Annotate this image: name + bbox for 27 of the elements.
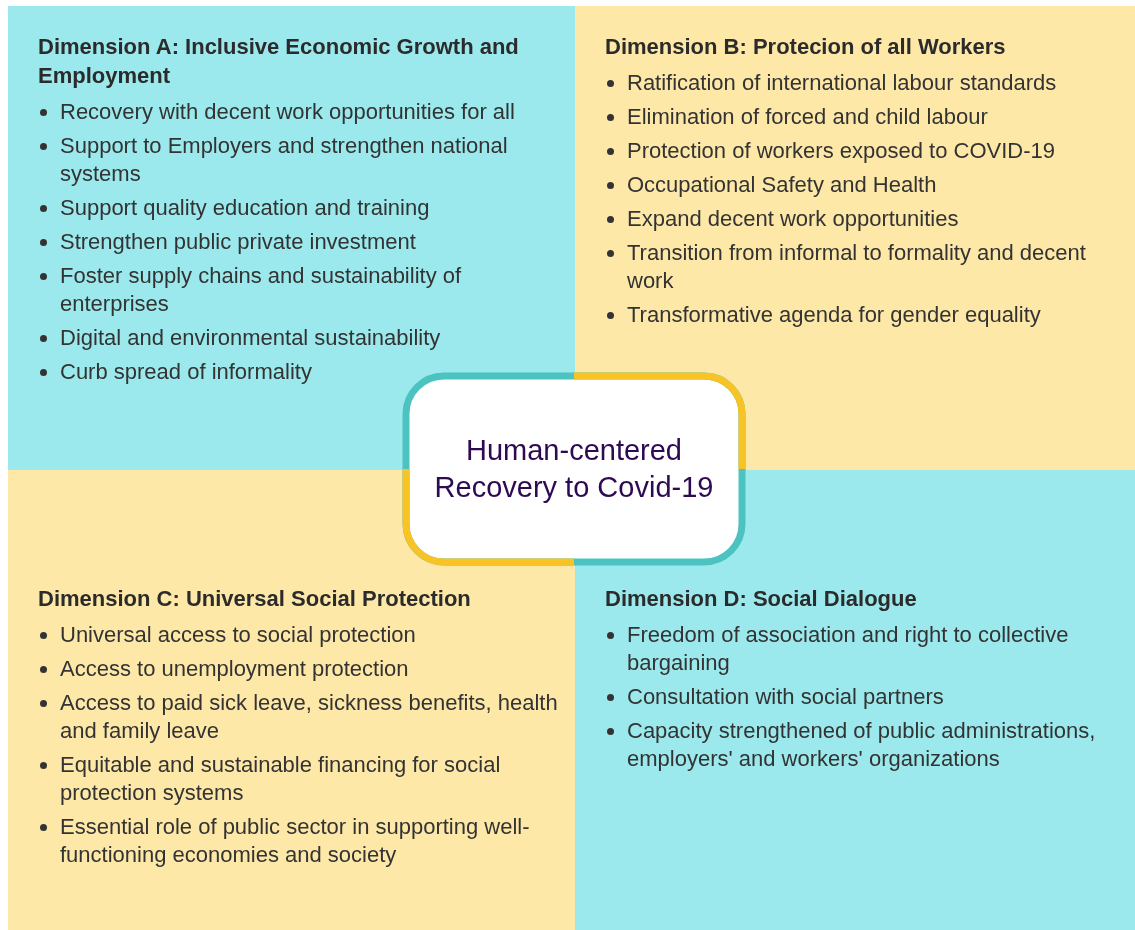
bullet-text: Digital and environmental sustainability <box>60 325 441 350</box>
dimension-heading: Dimension C: Universal Social Protection <box>38 585 472 613</box>
bullet-text: Transformative agenda for gender equality <box>627 302 1041 327</box>
bullet-text: Occupational Safety and Health <box>627 172 937 197</box>
dimension-heading: Dimension A: Inclusive Economic Growth and Employment <box>38 33 520 90</box>
bullet-text: Protection of workers exposed to COVID-19 <box>627 138 1055 163</box>
bullet-text: Universal access to social protection <box>60 622 416 647</box>
bullet-text: Strengthen public private investment <box>60 229 416 254</box>
bullet-text: Essential role of public sector in supporting well-functioning economies and society <box>60 814 530 867</box>
bullet-text: Equitable and sustainable financing for social protection systems <box>60 752 501 805</box>
bullet-text: Access to unemployment protection <box>60 656 409 681</box>
bullet-text: Access to paid sick leave, sickness benefits, health and family leave <box>60 690 558 743</box>
bullet-text: Support to Employers and strengthen national systems <box>60 133 508 186</box>
dimension-heading: Dimension D: Social Dialogue <box>605 585 918 613</box>
bullet-text: Expand decent work opportunities <box>627 206 959 231</box>
bullet-text: Transition from informal to formality and decent work <box>627 240 1086 293</box>
bullet-text: Elimination of forced and child labour <box>627 104 988 129</box>
bullet-text: Support quality education and training <box>60 195 430 220</box>
bullet-text: Capacity strengthened of public administrations, employers' and workers' organizations <box>627 718 1096 771</box>
bullet-text: Consultation with social partners <box>627 684 944 709</box>
bullet-text: Recovery with decent work opportunities for all <box>60 99 515 124</box>
bullet-text: Freedom of association and right to collective bargaining <box>627 622 1069 675</box>
bullet-text: Foster supply chains and sustainability of enterprises <box>60 263 462 316</box>
bullet-text: Curb spread of informality <box>60 359 312 384</box>
center-title: Human-centered Recovery to Covid-19 <box>433 433 715 505</box>
bullet-text: Ratification of international labour standards <box>627 70 1057 95</box>
dimension-heading: Dimension B: Protecion of all Workers <box>605 33 1007 61</box>
